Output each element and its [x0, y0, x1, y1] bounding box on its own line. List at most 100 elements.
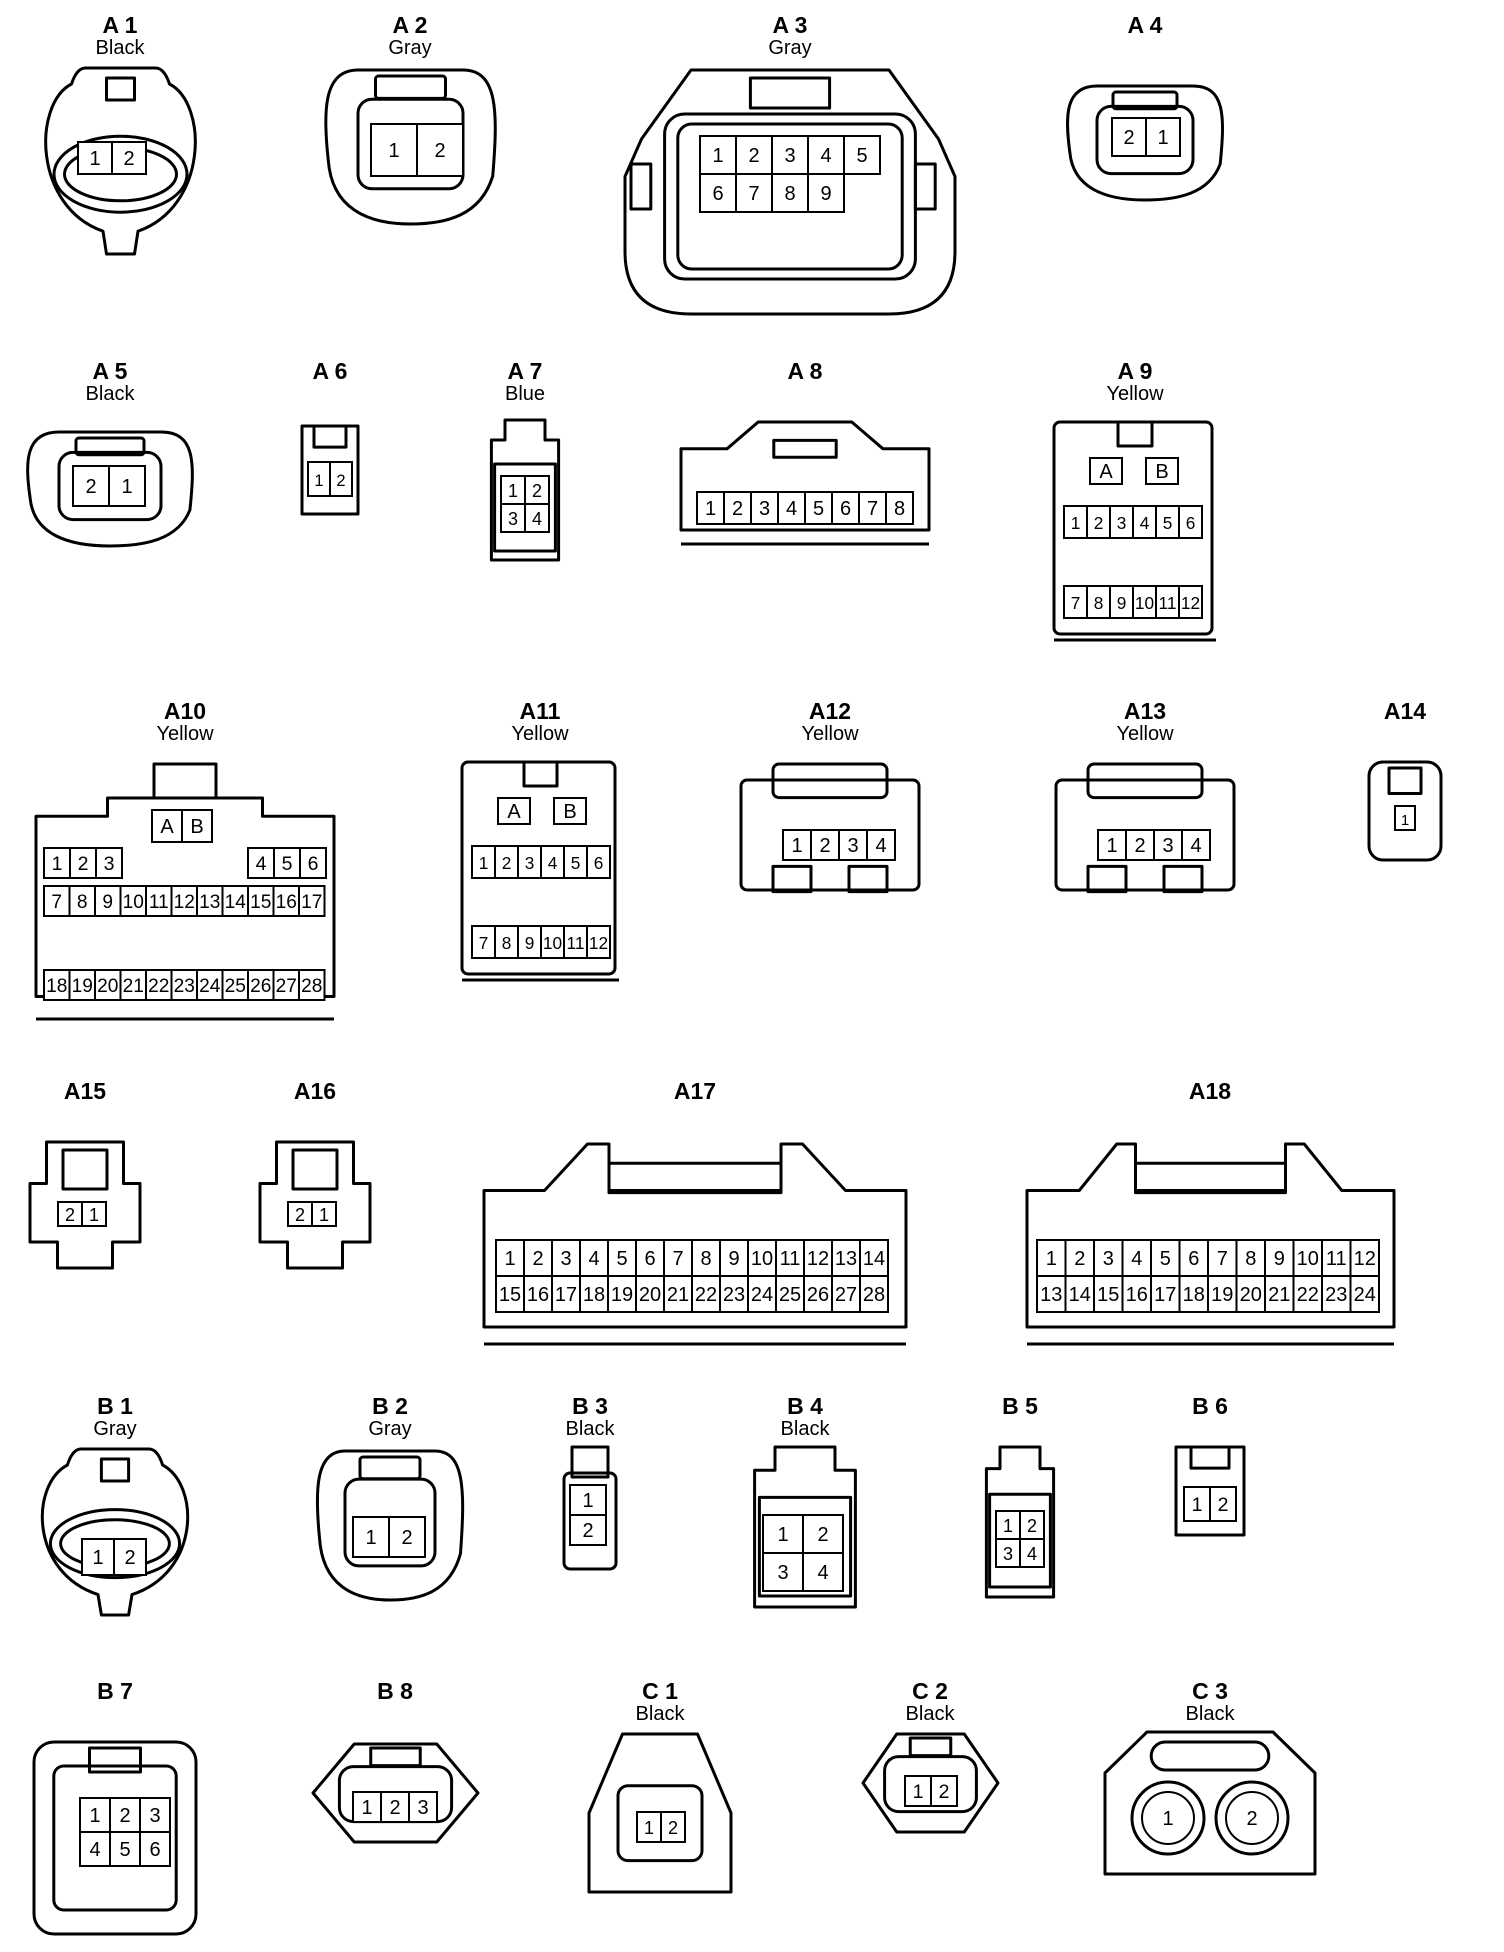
- pin-label: 25: [779, 1284, 801, 1306]
- pin-cell: 3: [762, 1552, 804, 1592]
- pin-label: 5: [813, 498, 824, 520]
- pin-label: 2: [1134, 835, 1145, 857]
- pin-label: 3: [777, 1562, 788, 1584]
- pin-cell: 4: [807, 135, 845, 175]
- connector-code: A18: [1188, 1078, 1232, 1104]
- pin-label: 5: [1159, 1248, 1170, 1270]
- pin-label: 3: [1162, 835, 1173, 857]
- pin-cell: 17: [551, 1275, 581, 1313]
- pin-label: 3: [1102, 1248, 1113, 1270]
- pin-cell: 7: [43, 885, 71, 917]
- connector-color: Yellow: [801, 723, 859, 745]
- pin-cell: 4: [802, 1552, 844, 1592]
- pin-cell: A: [151, 809, 183, 843]
- connector-code: B 4: [787, 1393, 823, 1419]
- pin-label: 8: [77, 892, 88, 913]
- pin-cell: 13: [1035, 1275, 1066, 1313]
- pin-cell: 2: [1111, 117, 1147, 157]
- pin-cell: 10: [747, 1239, 777, 1277]
- pin-label: 2: [1246, 1808, 1257, 1830]
- pin-label: 8: [1245, 1248, 1256, 1270]
- pin-label: 2: [336, 472, 345, 490]
- pin-label: 21: [123, 976, 144, 997]
- pin-cell: 2: [415, 123, 464, 177]
- pin-cell: 1: [351, 1791, 382, 1823]
- pin-label: 3: [104, 853, 115, 875]
- pin-cell: 23: [1320, 1275, 1351, 1313]
- pin-cell: 1: [79, 1797, 111, 1833]
- connector-color: Yellow: [1106, 383, 1164, 405]
- pin-label: 3: [524, 853, 534, 873]
- pin-cell: 1: [569, 1484, 607, 1516]
- pin-cell: B: [552, 797, 587, 825]
- pin-cell: 4: [1019, 1538, 1045, 1568]
- pin-cell: 23: [170, 969, 198, 1001]
- connector-housing: [32, 1740, 198, 1936]
- pin-label: 23: [174, 976, 195, 997]
- connector-color: Black: [905, 1703, 955, 1725]
- pin-cell: 1: [782, 829, 812, 861]
- connector-housing: [1052, 420, 1216, 642]
- pin-label: 17: [1154, 1284, 1176, 1306]
- pin-label: 1: [89, 1205, 99, 1225]
- pin-cell: 3: [838, 829, 868, 861]
- pin-cell: 3: [95, 847, 123, 879]
- pin-cell: 5: [562, 845, 588, 879]
- pin-cell: 5: [804, 491, 833, 525]
- pin-label: B: [563, 801, 576, 823]
- pin-label: 1: [1157, 127, 1168, 149]
- pin-label: 2: [1074, 1248, 1085, 1270]
- connector-housing: [623, 68, 957, 316]
- pin-label: 2: [124, 1547, 135, 1569]
- pin-label: 11: [149, 892, 169, 913]
- pin-cell: 28: [298, 969, 326, 1001]
- pin-label: 1: [89, 1805, 100, 1827]
- connector-housing: [739, 762, 921, 894]
- pin-label: 3: [759, 498, 770, 520]
- connector-housing: [40, 1447, 190, 1617]
- pin-label: 19: [72, 976, 93, 997]
- pin-cell: A: [1089, 457, 1123, 485]
- pin-label: 2: [401, 1527, 412, 1549]
- pin-label: 5: [282, 853, 293, 875]
- connector-housing: [258, 1140, 372, 1270]
- pin-cell: 4: [1132, 505, 1157, 539]
- pin-cell: 10: [1132, 585, 1157, 619]
- connector-color: Yellow: [156, 723, 214, 745]
- pin-label: 5: [1163, 513, 1173, 533]
- pin-label: 22: [148, 976, 169, 997]
- pin-cell: 5: [1149, 1239, 1180, 1277]
- pin-label: 1: [1071, 513, 1081, 533]
- pin-label: 12: [1353, 1248, 1375, 1270]
- connector-color: Black: [635, 1703, 685, 1725]
- connector-housing: [984, 1445, 1056, 1599]
- pin-cell: 3: [750, 491, 779, 525]
- connector-code: B 2: [372, 1393, 408, 1419]
- connector-code: A 8: [787, 358, 823, 384]
- pin-label: 2: [85, 476, 96, 498]
- pin-cell: 12: [803, 1239, 833, 1277]
- pin-label: 5: [616, 1248, 627, 1270]
- pin-cell: 5: [273, 847, 301, 879]
- pin-label: 4: [1131, 1248, 1142, 1270]
- pin-label: 21: [667, 1284, 689, 1306]
- connector-housing: [1054, 762, 1236, 894]
- pin-cell: 28: [859, 1275, 889, 1313]
- pin-cell: 26: [803, 1275, 833, 1313]
- pin-cell: 3: [407, 1791, 438, 1823]
- pin-cell: 18: [43, 969, 71, 1001]
- pin-label: 4: [532, 509, 542, 529]
